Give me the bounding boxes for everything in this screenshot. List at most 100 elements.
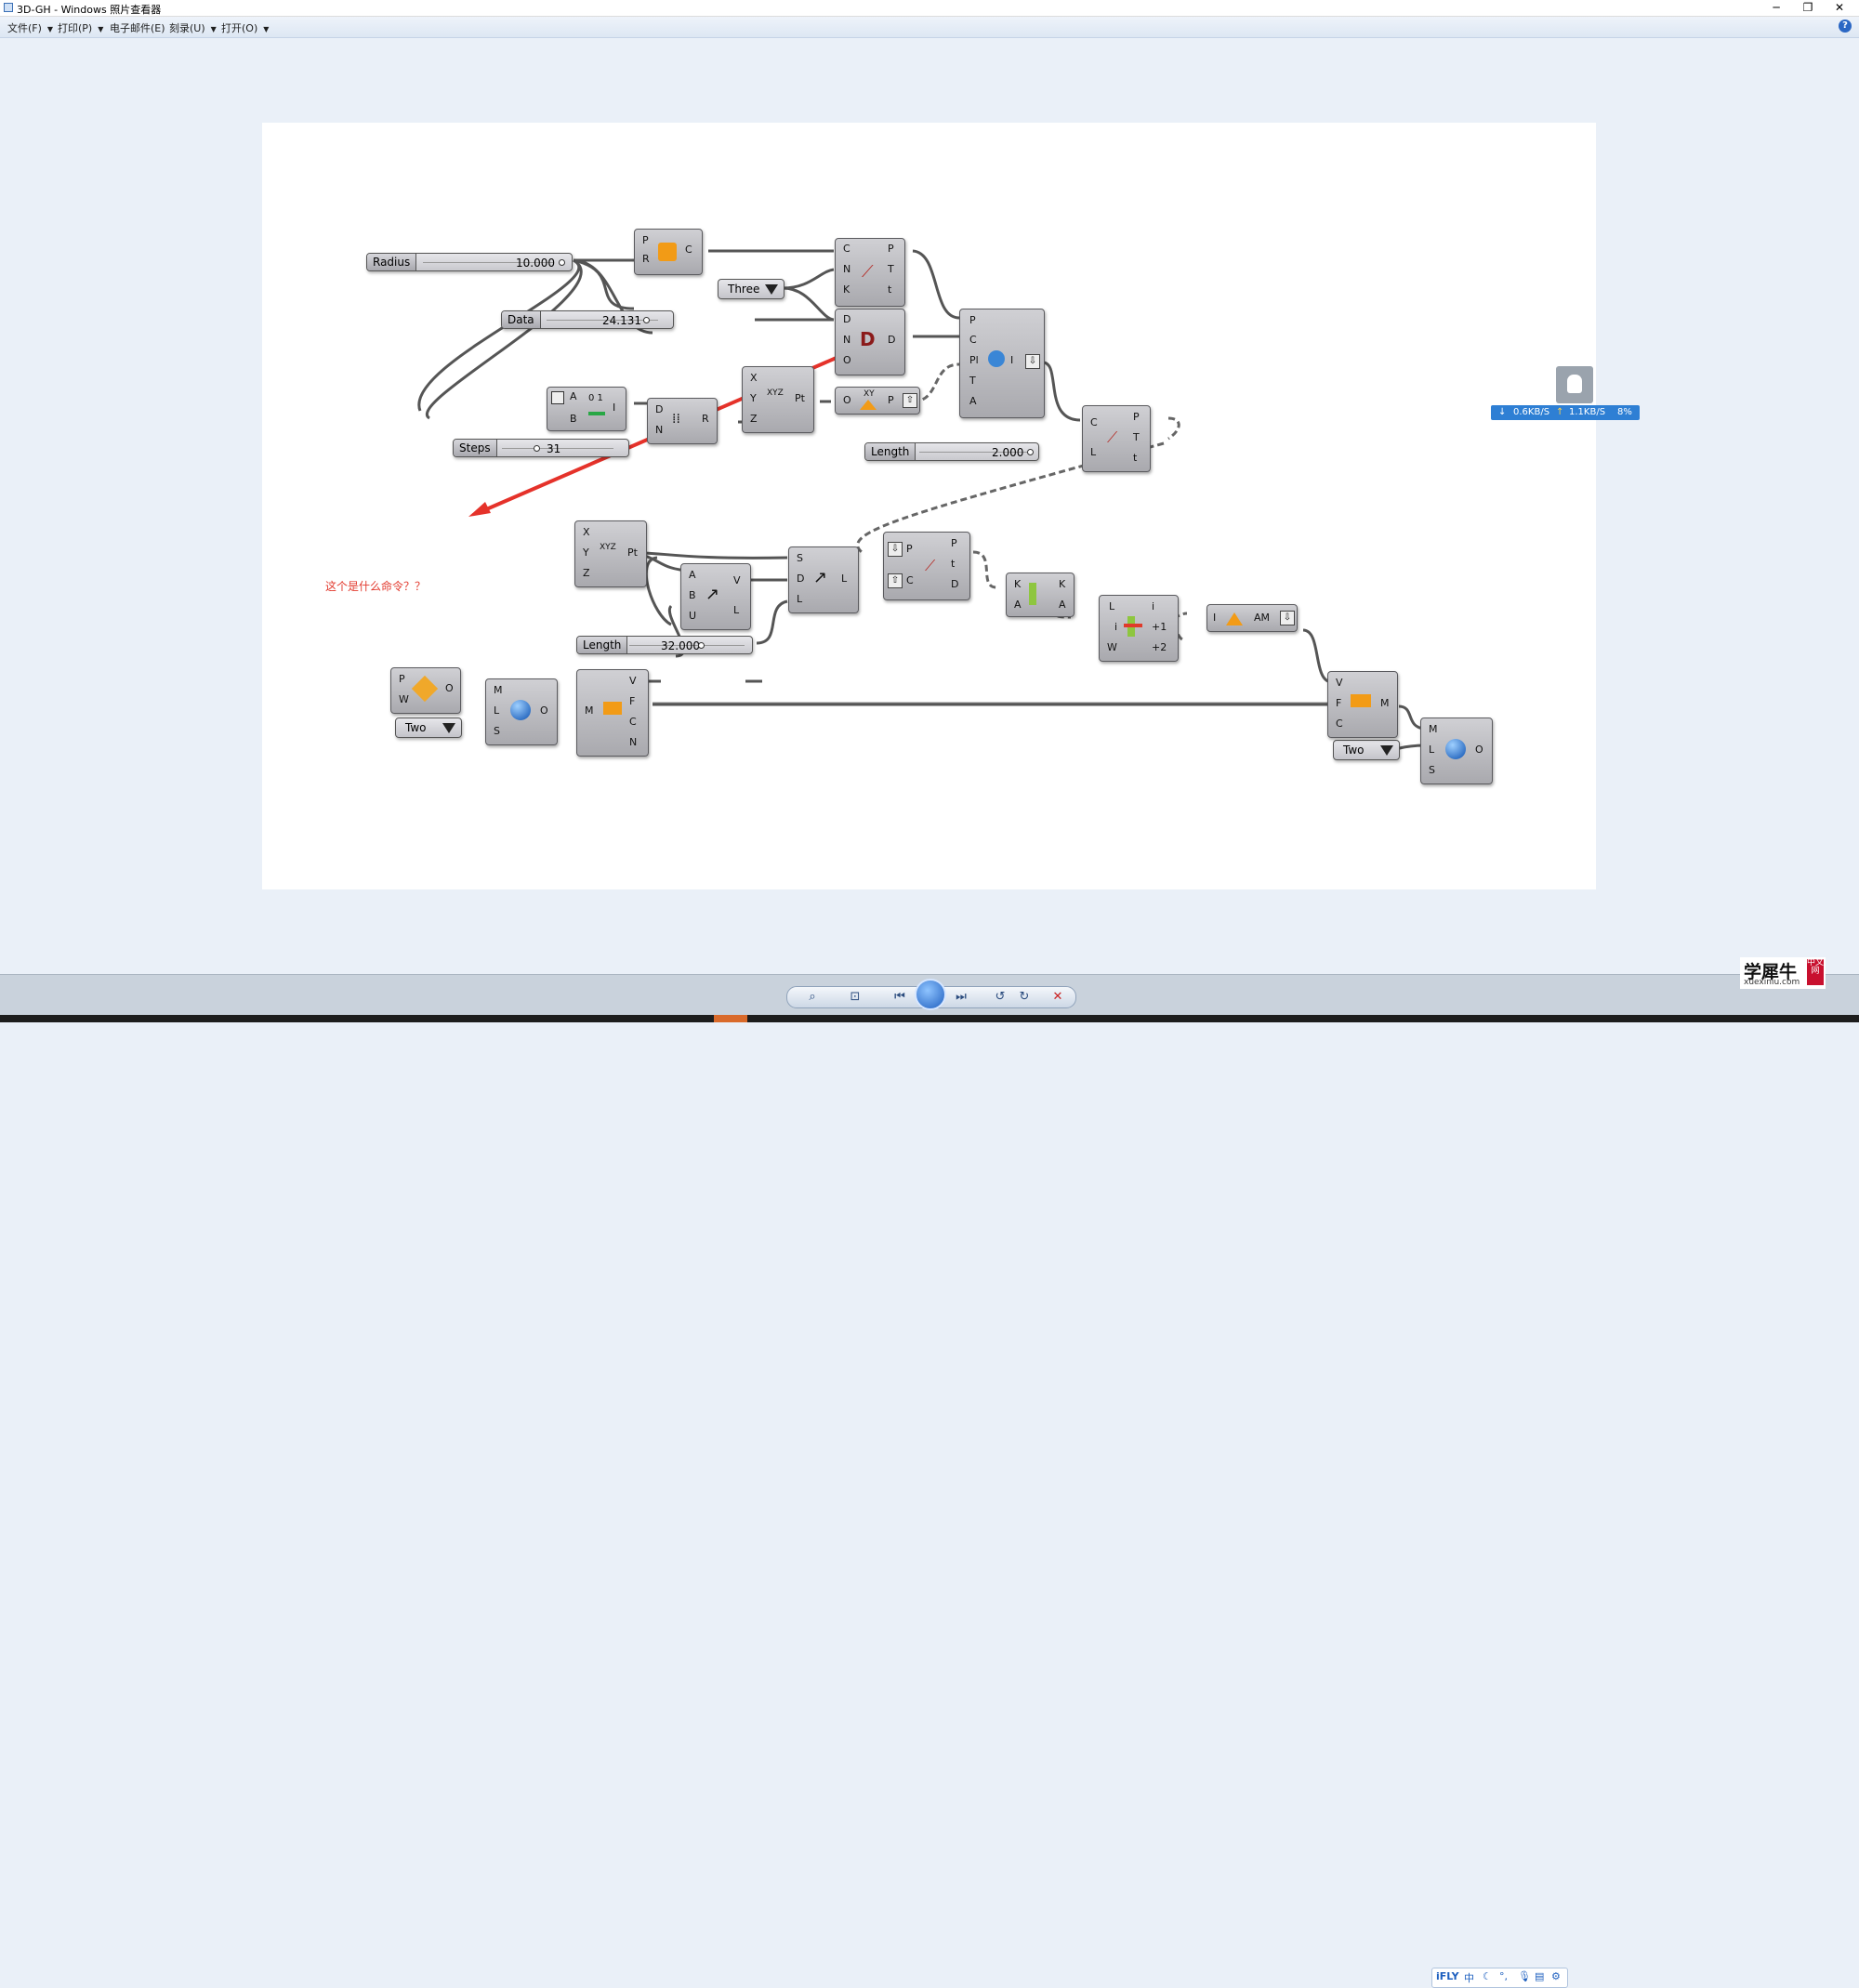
port-label: P	[399, 673, 405, 685]
port-label: t	[888, 283, 892, 296]
delete-icon[interactable]: ✕	[1052, 990, 1063, 1004]
dropdown-triangle-icon[interactable]	[765, 284, 778, 295]
curve-closest-point-node[interactable]: ⇩ P ⇧ C ⟋ P t D	[883, 532, 970, 600]
ime-mode[interactable]: 中	[1464, 1972, 1474, 1984]
restore-button[interactable]: ❐	[1802, 1, 1813, 14]
list-item-node[interactable]: L i W i +1 +2	[1099, 595, 1179, 662]
logo-url: xuexiniu.com	[1744, 978, 1800, 987]
microphone-icon[interactable]: 🎙	[1518, 1970, 1531, 1982]
slider-grip[interactable]	[1027, 449, 1034, 455]
deconstruct-k-node[interactable]: K A K A	[1006, 573, 1075, 617]
list-pointer-icon	[1124, 624, 1142, 627]
slideshow-button[interactable]	[915, 979, 946, 1010]
network-speed-widget[interactable]: ↓ 0.6KB/S ↑ 1.1KB/S 8%	[1491, 405, 1640, 420]
settings-icon[interactable]	[551, 391, 564, 404]
flatten-icon[interactable]: ⇩	[888, 542, 903, 557]
magnifier-icon[interactable]: ⌕	[809, 990, 816, 1004]
divide-distance-node[interactable]: D N O D D	[835, 309, 905, 375]
flatten-icon[interactable]: ⇩	[1025, 354, 1040, 369]
sphere-node-2[interactable]: M L S O	[1420, 718, 1493, 784]
vector-2pt-node[interactable]: A B U ↗ V L	[680, 563, 751, 630]
slider-grip[interactable]	[643, 317, 650, 323]
value-list-two-1[interactable]: Two	[395, 718, 462, 738]
upload-icon[interactable]: ⇧	[903, 393, 917, 408]
construct-mesh-node[interactable]: V F C M	[1327, 671, 1398, 738]
deconstruct-mesh-node[interactable]: M V F C N	[576, 669, 649, 757]
evaluate-curve-icon: ⟋	[1107, 428, 1118, 446]
sphere-node-1[interactable]: M L S O	[485, 678, 558, 745]
menu-open[interactable]: 打开(O)▼	[221, 22, 270, 34]
divide-curve-icon: ⟋	[862, 262, 874, 282]
range-node[interactable]: D N ⁞⁞ R	[647, 398, 718, 444]
port-label: F	[629, 695, 636, 707]
slider-value: 10.000	[516, 257, 555, 270]
port-label: T	[1133, 431, 1140, 443]
help-icon[interactable]: ?	[1839, 20, 1852, 33]
port-label: L	[494, 704, 500, 717]
graft-icon[interactable]: ⇧	[888, 573, 903, 588]
rotate-ccw-icon[interactable]: ↺	[995, 990, 1006, 1004]
slider-grip[interactable]	[534, 445, 540, 452]
interpolate-curve-node[interactable]: P C Pl T A I ⇩	[959, 309, 1045, 418]
slider-value: 2.000	[992, 446, 1024, 459]
menu-email[interactable]: 电子邮件(E)	[110, 22, 165, 34]
close-button[interactable]: ✕	[1834, 1, 1845, 14]
dropdown-triangle-icon[interactable]	[1380, 745, 1393, 756]
construct-point-node[interactable]: X Y Z XYZ Pt	[742, 366, 814, 433]
port-label: O	[1475, 744, 1483, 756]
amplitude-node[interactable]: I AM ⇩	[1206, 604, 1298, 632]
construct-point-node-2[interactable]: X Y Z XYZ Pt	[574, 520, 647, 587]
port-label: P	[969, 314, 976, 326]
dropdown-triangle-icon[interactable]	[442, 723, 455, 733]
port-label: C	[1336, 718, 1343, 730]
length-slider-1[interactable]: Length 2.000	[864, 442, 1039, 461]
prev-icon[interactable]: ⏮	[894, 990, 905, 1004]
taskbar-active-item[interactable]	[714, 1015, 747, 1022]
graph-mapper-node[interactable]: O XY P ⇧	[835, 387, 920, 415]
keyboard-icon[interactable]: ▤	[1535, 1970, 1545, 1982]
value-list-three[interactable]: Three	[718, 279, 784, 299]
cloud-widget[interactable]	[1556, 366, 1593, 403]
line-sdl-node[interactable]: S D L ↗ L	[788, 546, 859, 613]
port-label: Z	[750, 413, 758, 425]
menu-print[interactable]: 打印(P)▼	[58, 22, 104, 34]
evaluate-length-node[interactable]: C L ⟋ P T t	[1082, 405, 1151, 472]
rotate-cw-icon[interactable]: ↻	[1019, 990, 1030, 1004]
moon-icon[interactable]: ☾	[1483, 1970, 1492, 1982]
divide-curve-node[interactable]: C N K ⟋ P T t	[835, 238, 905, 307]
flatten-icon[interactable]: ⇩	[1280, 611, 1295, 625]
port-label: S	[797, 552, 803, 564]
series-node[interactable]: A B 0 1 I	[547, 387, 626, 431]
port-label: D	[888, 334, 896, 346]
fit-icon[interactable]: ⊡	[850, 990, 861, 1004]
steps-slider[interactable]: Steps 31	[453, 439, 629, 457]
point-icon: XYZ	[767, 388, 784, 398]
gear-icon[interactable]: ⚙	[1551, 1970, 1561, 1982]
port-label: +1	[1152, 621, 1167, 633]
menu-file[interactable]: 文件(F)▼	[7, 22, 54, 34]
series-bar-icon	[588, 412, 605, 415]
next-icon[interactable]: ⏭	[956, 990, 967, 1004]
port-label: L	[733, 604, 740, 616]
port-label: A	[570, 390, 577, 402]
punctuation-icon[interactable]: °,	[1499, 1970, 1508, 1982]
radius-slider[interactable]: Radius 10.000	[366, 253, 573, 271]
minimize-button[interactable]: ─	[1773, 1, 1780, 14]
port-label: D	[843, 313, 851, 325]
menu-burn[interactable]: 刻录(U)▼	[169, 22, 217, 34]
logo-name: 学犀牛	[1744, 962, 1798, 982]
slider-grip[interactable]	[559, 259, 565, 266]
ime-toolbar[interactable]: iFLY 中 ☾ °, 🎙 ▤ ⚙	[1431, 1968, 1568, 1988]
slider-grip[interactable]	[698, 642, 705, 649]
port-label: Y	[583, 546, 589, 559]
closest-point-icon: ⟋	[925, 557, 936, 574]
port-label: Pl	[969, 354, 979, 366]
length-slider-2[interactable]: Length 32.000	[576, 636, 753, 654]
populate-node[interactable]: P W O	[390, 667, 461, 714]
slider-value: 24.131	[602, 314, 641, 327]
value-list-two-2[interactable]: Two	[1333, 740, 1400, 760]
data-slider[interactable]: Data 24.131	[501, 310, 674, 329]
port-label: i	[1152, 600, 1155, 612]
circle-icon	[658, 243, 677, 261]
circle-node[interactable]: P R C	[634, 229, 703, 275]
